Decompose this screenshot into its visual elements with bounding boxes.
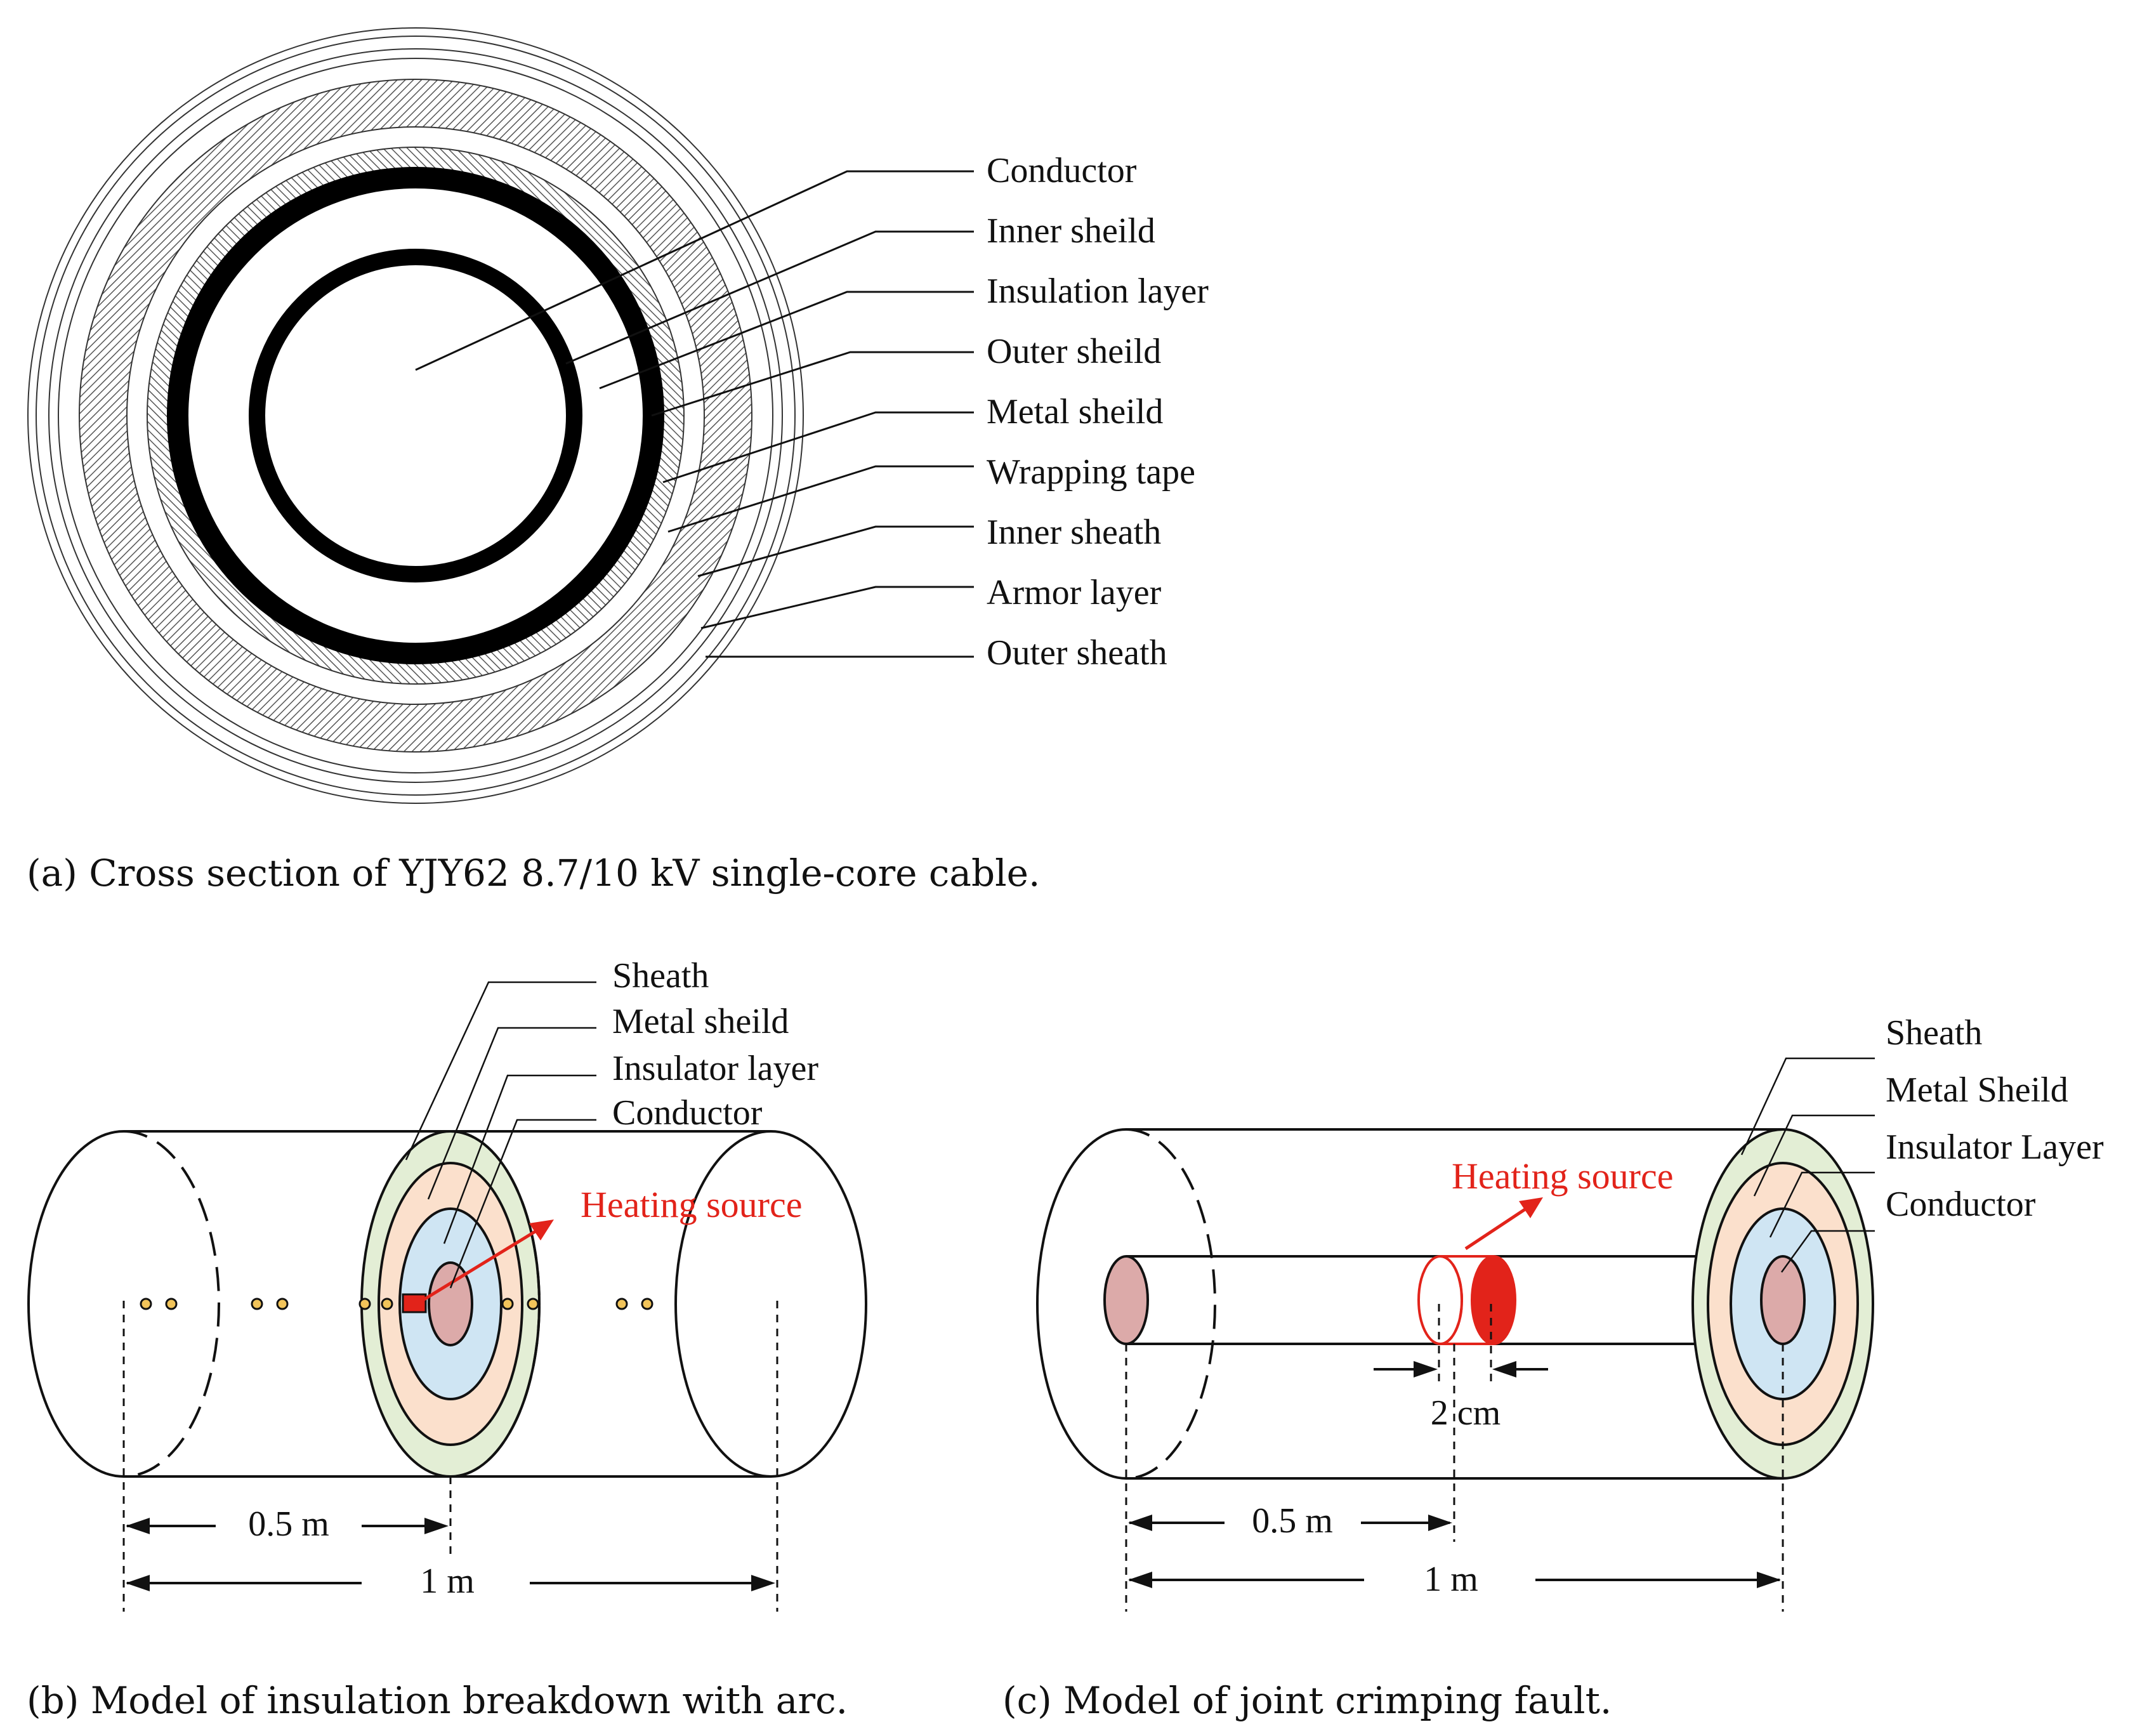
breakdown-model-diagram: Heating source Sheath Metal sheild Insul… <box>27 956 867 1722</box>
cylinder-c-left-hidden <box>1126 1128 1216 1480</box>
outer-sheath-ring-inner <box>36 36 796 796</box>
cylinder-c-left-front <box>1036 1128 1127 1480</box>
outer-sheath-ring <box>27 27 804 804</box>
heating-source-label-c: Heating source <box>1452 1155 1673 1197</box>
crimping-leaders <box>1740 1057 1875 1273</box>
heating-source-disk <box>1471 1255 1516 1345</box>
leader-conductor <box>415 170 974 371</box>
label-metal-shield: Metal sheild <box>987 392 1163 431</box>
arrow <box>1128 1515 1152 1531</box>
cross-section-diagram: Conductor Inner sheild Insulation layer … <box>27 27 1209 895</box>
leader-inner-shield <box>565 230 974 365</box>
arrow <box>1428 1515 1452 1531</box>
label-sheath-c: Sheath <box>1886 1013 1982 1053</box>
dim-full-label-b: 1 m <box>420 1562 475 1601</box>
leader-insulator <box>443 1074 596 1244</box>
dot <box>641 1298 653 1310</box>
label-outer-shield: Outer sheild <box>987 332 1161 371</box>
leader-c-conductor <box>1780 1230 1875 1273</box>
heating-source-label-b: Heating source <box>581 1184 802 1225</box>
arrow <box>126 1518 150 1534</box>
dimension-arrows-b <box>126 1518 775 1591</box>
cylinder-left-hidden <box>123 1130 220 1478</box>
leader-metal-shield <box>427 1027 596 1200</box>
dot <box>501 1298 514 1310</box>
cylinder-body <box>27 1130 124 1478</box>
armor-ring <box>48 48 783 783</box>
dot <box>615 1298 628 1310</box>
leader-c-metal <box>1753 1114 1875 1197</box>
dot <box>381 1298 393 1310</box>
leader-insulation <box>599 291 974 390</box>
dim-half-label-b: 0.5 m <box>248 1504 329 1544</box>
dimension-extensions-b <box>122 1301 778 1612</box>
dimension-lines-b <box>127 1525 771 1584</box>
arrow <box>126 1575 150 1591</box>
dot <box>140 1298 152 1310</box>
leader-sheath <box>405 981 596 1161</box>
cylinder-right-end <box>674 1130 867 1478</box>
leader-metal-shield <box>662 411 974 483</box>
leader-c-sheath <box>1740 1057 1875 1155</box>
arrow <box>1414 1361 1438 1378</box>
label-outer-sheath: Outer sheath <box>987 633 1167 673</box>
dim-half-label-c: 0.5 m <box>1252 1501 1333 1541</box>
dot <box>251 1298 263 1310</box>
label-insulation-layer: Insulation layer <box>987 272 1209 311</box>
slice-conductor <box>428 1261 473 1346</box>
leader-c-insulator <box>1769 1171 1875 1238</box>
dim-gap-label: 2 cm <box>1431 1393 1501 1433</box>
leader-outer-shield <box>651 351 974 417</box>
leader-conductor-b <box>449 1119 596 1289</box>
inner-shield-ring <box>249 249 582 582</box>
label-inner-sheath: Inner sheath <box>987 513 1161 552</box>
label-metal-shield-b: Metal sheild <box>612 1002 789 1041</box>
dot <box>527 1298 539 1310</box>
heating-arrow-head <box>529 1220 554 1240</box>
label-inner-shield: Inner sheild <box>987 211 1155 251</box>
conductor-left-end <box>1103 1255 1149 1345</box>
heating-arrow-c-head <box>1519 1197 1543 1218</box>
arrow <box>1492 1361 1516 1378</box>
heating-arrow-c <box>1464 1207 1527 1251</box>
heating-source-block <box>402 1293 427 1313</box>
caption-c: (c) Model of joint crimping fault. <box>1002 1679 1612 1722</box>
arc-dots <box>140 1298 653 1310</box>
dimension-arrows-c <box>1128 1361 1781 1588</box>
armor-ring-inner <box>58 58 773 773</box>
dimension-extensions-c <box>1125 1304 1784 1612</box>
arrow <box>751 1575 775 1591</box>
dot <box>358 1298 371 1310</box>
joint-dashed-back <box>1440 1255 1463 1345</box>
label-wrapping-tape: Wrapping tape <box>987 452 1195 492</box>
label-metal-shield-c: Metal Sheild <box>1886 1070 2068 1110</box>
leader-armor <box>700 586 974 629</box>
arrow <box>1128 1572 1152 1588</box>
caption-a: (a) Cross section of YJY62 8.7/10 kV sin… <box>27 852 1040 895</box>
label-conductor: Conductor <box>987 151 1137 190</box>
label-insulator-layer-b: Insulator layer <box>612 1049 818 1088</box>
dot <box>276 1298 289 1310</box>
leader-inner-sheath <box>697 525 974 577</box>
label-insulator-layer-c: Insulator Layer <box>1886 1128 2104 1167</box>
slice-back-dashed <box>450 1130 541 1478</box>
label-conductor-c: Conductor <box>1886 1185 2036 1224</box>
arrow <box>1757 1572 1781 1588</box>
crimping-model-diagram: Heating source Sheath Metal Sheild Insul… <box>1002 1013 2104 1722</box>
label-armor-layer: Armor layer <box>987 573 1162 612</box>
leader-wrapping-tape <box>667 465 974 533</box>
label-sheath-b: Sheath <box>612 956 709 996</box>
dim-full-label-c: 1 m <box>1424 1560 1478 1599</box>
cross-section-leaders <box>415 170 974 658</box>
breakdown-leaders <box>405 981 596 1289</box>
dot <box>165 1298 178 1310</box>
label-conductor-b: Conductor <box>612 1093 763 1133</box>
caption-b: (b) Model of insulation breakdown with a… <box>27 1679 848 1722</box>
heating-arrow <box>421 1229 537 1303</box>
arrow <box>424 1518 449 1534</box>
